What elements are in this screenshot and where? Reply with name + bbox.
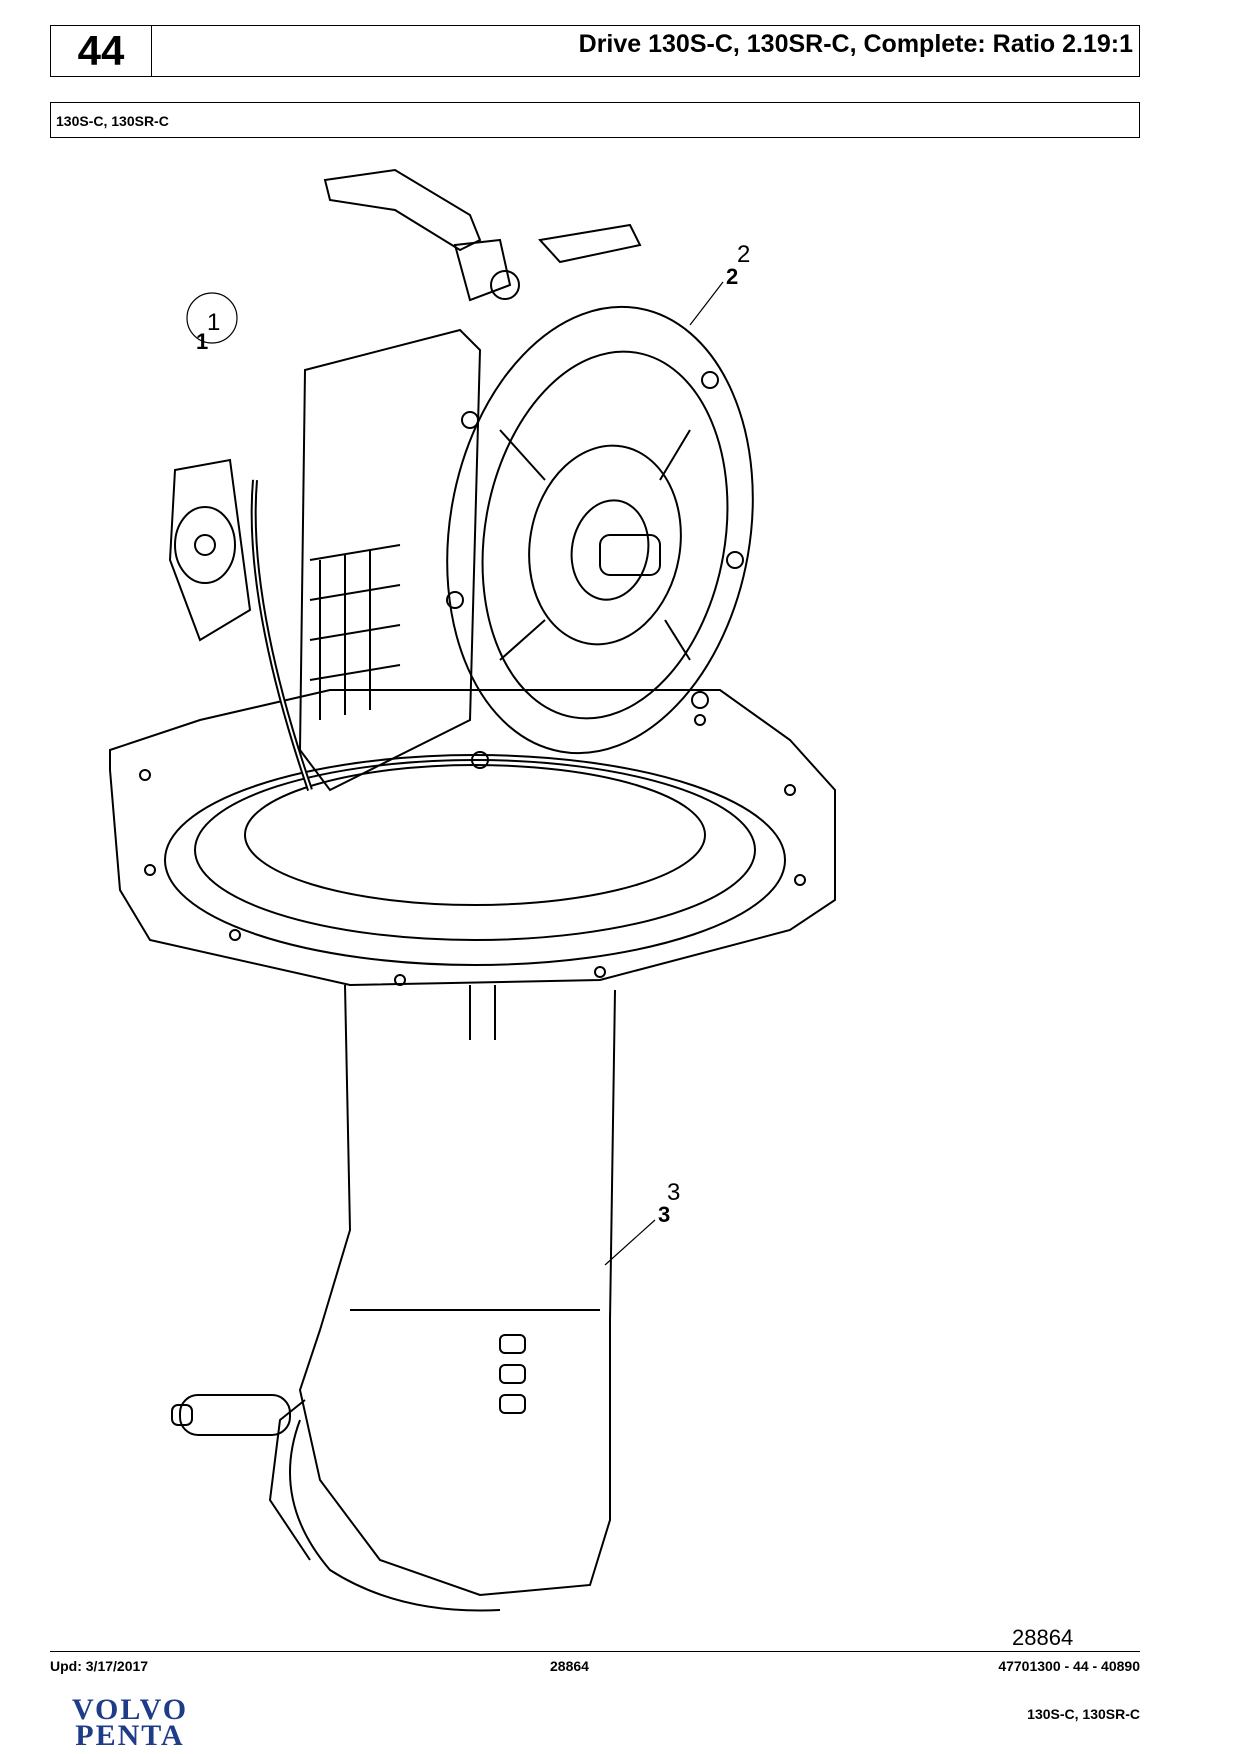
update-date: Upd: 3/17/2017 — [50, 1658, 149, 1674]
drive-flange-ring — [446, 305, 754, 769]
exploded-drive-illustration: 1 1 2 2 3 3 — [109, 168, 836, 1612]
page-header: 44 Drive 130S-C, 130SR-C, Complete: Rati… — [50, 25, 1140, 77]
top-bracket — [323, 168, 642, 302]
callout-1-ref: 1 — [196, 329, 208, 354]
footer-divider — [50, 1651, 1140, 1652]
volvo-penta-logo: VOLVO PENTA — [50, 1693, 210, 1752]
callout-3-ref: 3 — [658, 1202, 670, 1227]
callout-1 — [186, 292, 238, 344]
footer-figure-ref: 28864 — [550, 1658, 589, 1674]
callout-3-label: 3 — [667, 1179, 680, 1206]
logo-line-2: PENTA — [75, 1719, 185, 1752]
page-title: Drive 130S-C, 130SR-C, Complete: Ratio 2… — [578, 30, 1133, 58]
footer-models: 130S-C, 130SR-C — [1027, 1706, 1140, 1722]
section-number: 44 — [51, 26, 152, 76]
logo-line-1: VOLVO — [71, 1693, 189, 1726]
gearbox-housing — [168, 328, 482, 792]
callout-3-leader — [604, 1219, 656, 1266]
mounting-flange — [109, 689, 836, 987]
callout-2-label: 2 — [737, 241, 750, 268]
callout-2-leader — [689, 281, 724, 326]
callout-1-label: 1 — [207, 309, 220, 336]
figure-number: 28864 — [1012, 1625, 1074, 1650]
callout-2-ref: 2 — [726, 264, 738, 289]
model-subheader: 130S-C, 130SR-C — [50, 102, 1140, 138]
lower-leg-housing — [171, 984, 616, 1612]
document-reference: 47701300 - 44 - 40890 — [998, 1658, 1140, 1674]
